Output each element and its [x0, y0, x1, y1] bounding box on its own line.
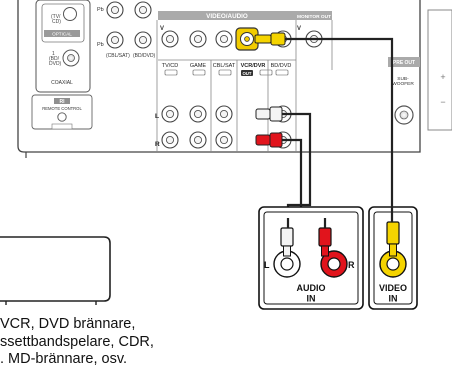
audio-cable-white	[278, 112, 312, 200]
pre-out-header: PRE OUT	[393, 60, 415, 66]
audio-l-plug	[280, 227, 294, 247]
optical-tv-cd-label: (TV/CD)	[51, 14, 61, 25]
row-r-label: R	[155, 141, 160, 148]
out-tag: OUT	[242, 71, 251, 76]
col-bd-dvd: BD/DVD	[271, 63, 292, 69]
audio-r-jack-2-center	[193, 135, 203, 145]
speaker-terminal-block	[427, 9, 452, 131]
optical-jack	[63, 7, 77, 21]
remote-control-section: RI REMOTE CONTROL	[31, 94, 93, 130]
cbl-sat-small-label: (CBL/SAT)	[106, 53, 130, 59]
audio-l-jack-3-center	[219, 109, 229, 119]
optical-label: OPTICAL	[52, 32, 72, 37]
plus-label: +	[440, 72, 445, 82]
audio-plug-white-receiver	[255, 106, 283, 122]
video-cable-plug	[254, 32, 286, 46]
component-jack-3-center	[110, 35, 120, 45]
video-in-jack	[379, 200, 407, 278]
device-audio-r-label: R	[348, 260, 355, 270]
coax-bd-dvd-label: 1(BD/DVD)	[49, 51, 62, 67]
ri-label: RI	[60, 99, 66, 105]
col-vcr-dvr: VCR/DVR	[241, 63, 266, 69]
audio-r-jack-1-center	[165, 135, 175, 145]
video-in-plug	[386, 221, 400, 245]
audio-r-jack	[318, 218, 348, 278]
audio-plug-red-receiver	[255, 132, 283, 148]
minus-label: −	[440, 97, 445, 107]
recording-device	[0, 236, 111, 305]
caption-line-1: VCR, DVD brännare,	[0, 316, 136, 332]
component-jack-1-center	[110, 5, 120, 15]
pb-label-top: Pb	[97, 7, 104, 13]
digital-input-section: (TV/CD) OPTICAL 1(BD/DVD) COAXIAL	[35, 0, 91, 93]
audio-cable-red	[278, 138, 303, 200]
cables	[254, 32, 394, 218]
out-tag-bg	[241, 70, 253, 76]
audio-r-plug	[318, 227, 332, 247]
col-game: GAME	[190, 63, 207, 69]
caption-line-2: ssettbandspelare, CDR,	[0, 333, 154, 350]
audio-l-jack-2-center	[193, 109, 203, 119]
remote-control-label: REMOTE CONTROL	[42, 106, 82, 111]
video-jack-3-center	[219, 34, 229, 44]
video-audio-header: VIDEO/AUDIO	[206, 13, 248, 20]
video-jack-2-center	[193, 34, 203, 44]
pre-out-band	[388, 57, 420, 67]
optical-label-band	[44, 30, 80, 37]
v-label-left: V	[160, 26, 164, 32]
col-cbl-sat: CBL/SAT	[213, 63, 236, 69]
device-box	[0, 236, 111, 302]
component-video-section: Pb Pb (CBL/SAT) (BD/DVD)	[97, 7, 156, 59]
audio-l-jack-1-center	[165, 109, 175, 119]
component-jack-2-center	[138, 5, 148, 15]
bd-dvd-small-label: (BD/DVD)	[133, 53, 156, 59]
receiver-rear-panel: (TV/CD) OPTICAL 1(BD/DVD) COAXIAL RI REM…	[17, 0, 452, 158]
coaxial-label: COAXIAL	[51, 80, 73, 86]
caption-line-3: . MD-brännare, osv.	[0, 351, 128, 367]
audio-l-jack	[273, 218, 301, 278]
in-tags	[164, 69, 289, 76]
monitor-out-header: MONITOR OUT	[297, 14, 331, 20]
remote-jack	[57, 112, 67, 122]
device-caption: VCR, DVD brännare, ssettbandspelare, CDR…	[0, 316, 260, 369]
video-jack-1-center	[165, 34, 175, 44]
subwoofer-label: SUB-WOOFER	[392, 76, 414, 87]
video-audio-header-band	[158, 11, 296, 20]
monitor-out-header-band	[296, 11, 332, 20]
component-jack-4-center	[138, 35, 148, 45]
audio-r-jack-3-center	[219, 135, 229, 145]
pb-label: Pb	[97, 42, 104, 48]
col-tv-cd: TV/CD	[162, 63, 179, 69]
device-audio-l-label: L	[264, 260, 270, 270]
column-labels: TV/CD GAME CBL/SAT VCR/DVR BD/DVD	[162, 63, 292, 69]
v-label-right: V	[297, 26, 301, 32]
